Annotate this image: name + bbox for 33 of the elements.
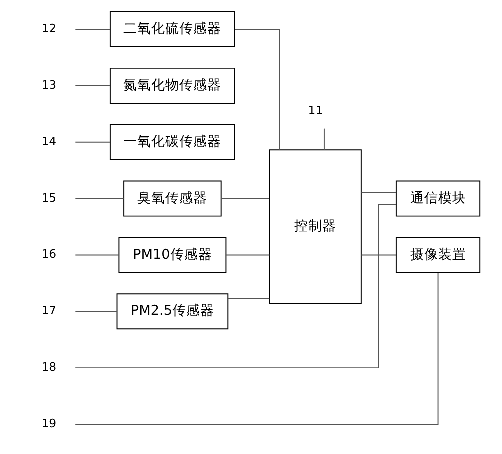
connector [323, 128, 324, 151]
node-box: 控制器 [269, 150, 362, 304]
connector [74, 142, 110, 143]
node-box: 二氧化硫传感器 [109, 12, 235, 48]
connector [227, 298, 270, 300]
node-box: 一氧化碳传感器 [109, 124, 235, 160]
connector [74, 272, 438, 425]
node-box: 摄像装置 [395, 237, 480, 274]
node-text: 13 [41, 78, 56, 92]
node-box: PM2.5传感器 [116, 294, 228, 330]
connector [74, 204, 396, 369]
node-box: 臭氧传感器 [123, 180, 222, 217]
node-text: 15 [41, 190, 56, 205]
node-text: 14 [41, 134, 56, 148]
connector [74, 254, 120, 256]
node-box: 氮氧化物传感器 [109, 68, 235, 104]
connector [74, 198, 124, 200]
connector [74, 85, 110, 86]
node-box: 通信模块 [395, 180, 480, 217]
connector [74, 311, 118, 312]
connector [234, 29, 280, 151]
node-text: 19 [41, 416, 56, 430]
node-text: 11 [308, 103, 323, 118]
connector [220, 198, 270, 200]
node-text: 18 [41, 360, 56, 374]
connector [225, 254, 270, 256]
connector [74, 29, 110, 30]
node-box: PM10传感器 [118, 237, 226, 274]
connector [360, 254, 396, 256]
node-text: 16 [41, 247, 56, 262]
connector [360, 192, 396, 194]
node-text: 12 [41, 22, 56, 36]
node-text: 17 [41, 304, 56, 318]
